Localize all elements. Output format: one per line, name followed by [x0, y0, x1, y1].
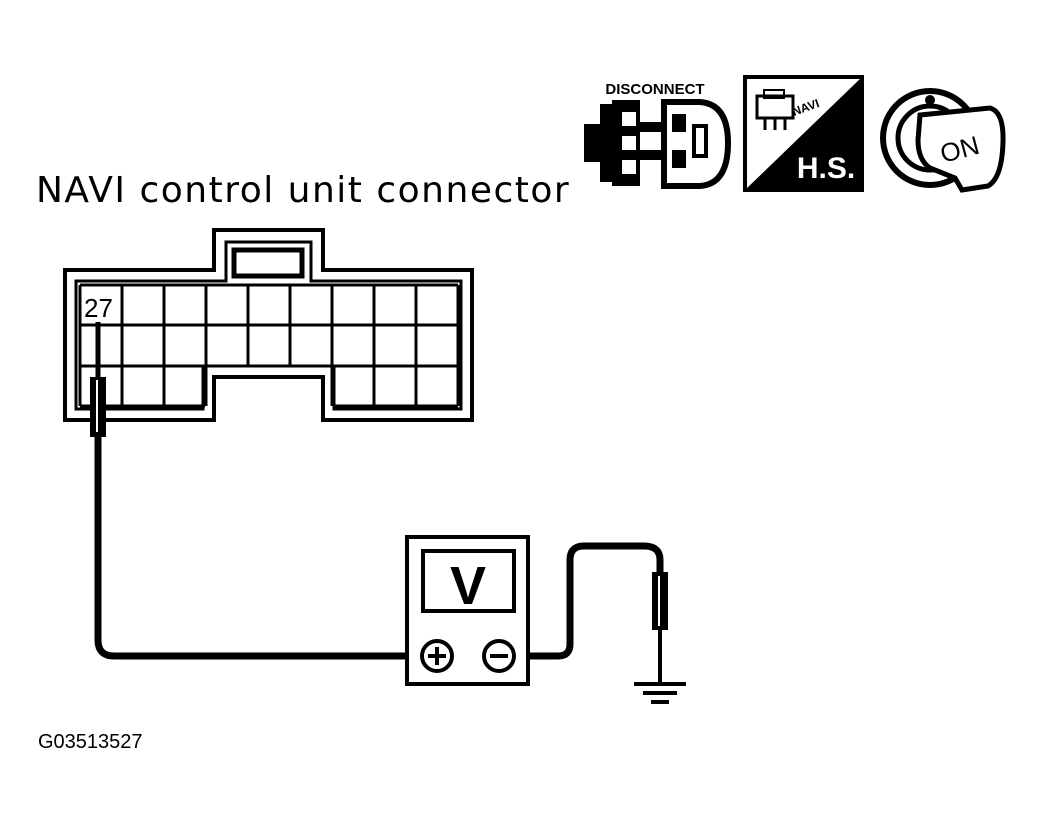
voltmeter-symbol: V — [450, 556, 486, 616]
ground-symbol-icon — [634, 682, 686, 704]
positive-terminal-icon — [420, 639, 454, 673]
test-leads — [94, 433, 664, 660]
harness-side-icon: NAVI H.S. — [743, 75, 864, 192]
harness-side-label: H.S. — [797, 152, 855, 185]
disconnect-connector-icon: DISCONNECT — [584, 81, 732, 189]
terminal-27-label: 27 — [84, 293, 113, 323]
negative-probe — [652, 572, 668, 682]
terminal-grid — [78, 283, 460, 408]
voltmeter-icon: V — [405, 535, 530, 686]
ignition-key-on-icon: ON — [880, 88, 1006, 193]
page-title: NAVI control unit connector — [36, 170, 571, 211]
navi-connector: 27 — [63, 228, 474, 422]
negative-terminal-icon — [482, 639, 516, 673]
figure-id: G03513527 — [38, 731, 143, 753]
positive-probe — [90, 322, 106, 437]
disconnect-label: DISCONNECT — [605, 81, 704, 98]
